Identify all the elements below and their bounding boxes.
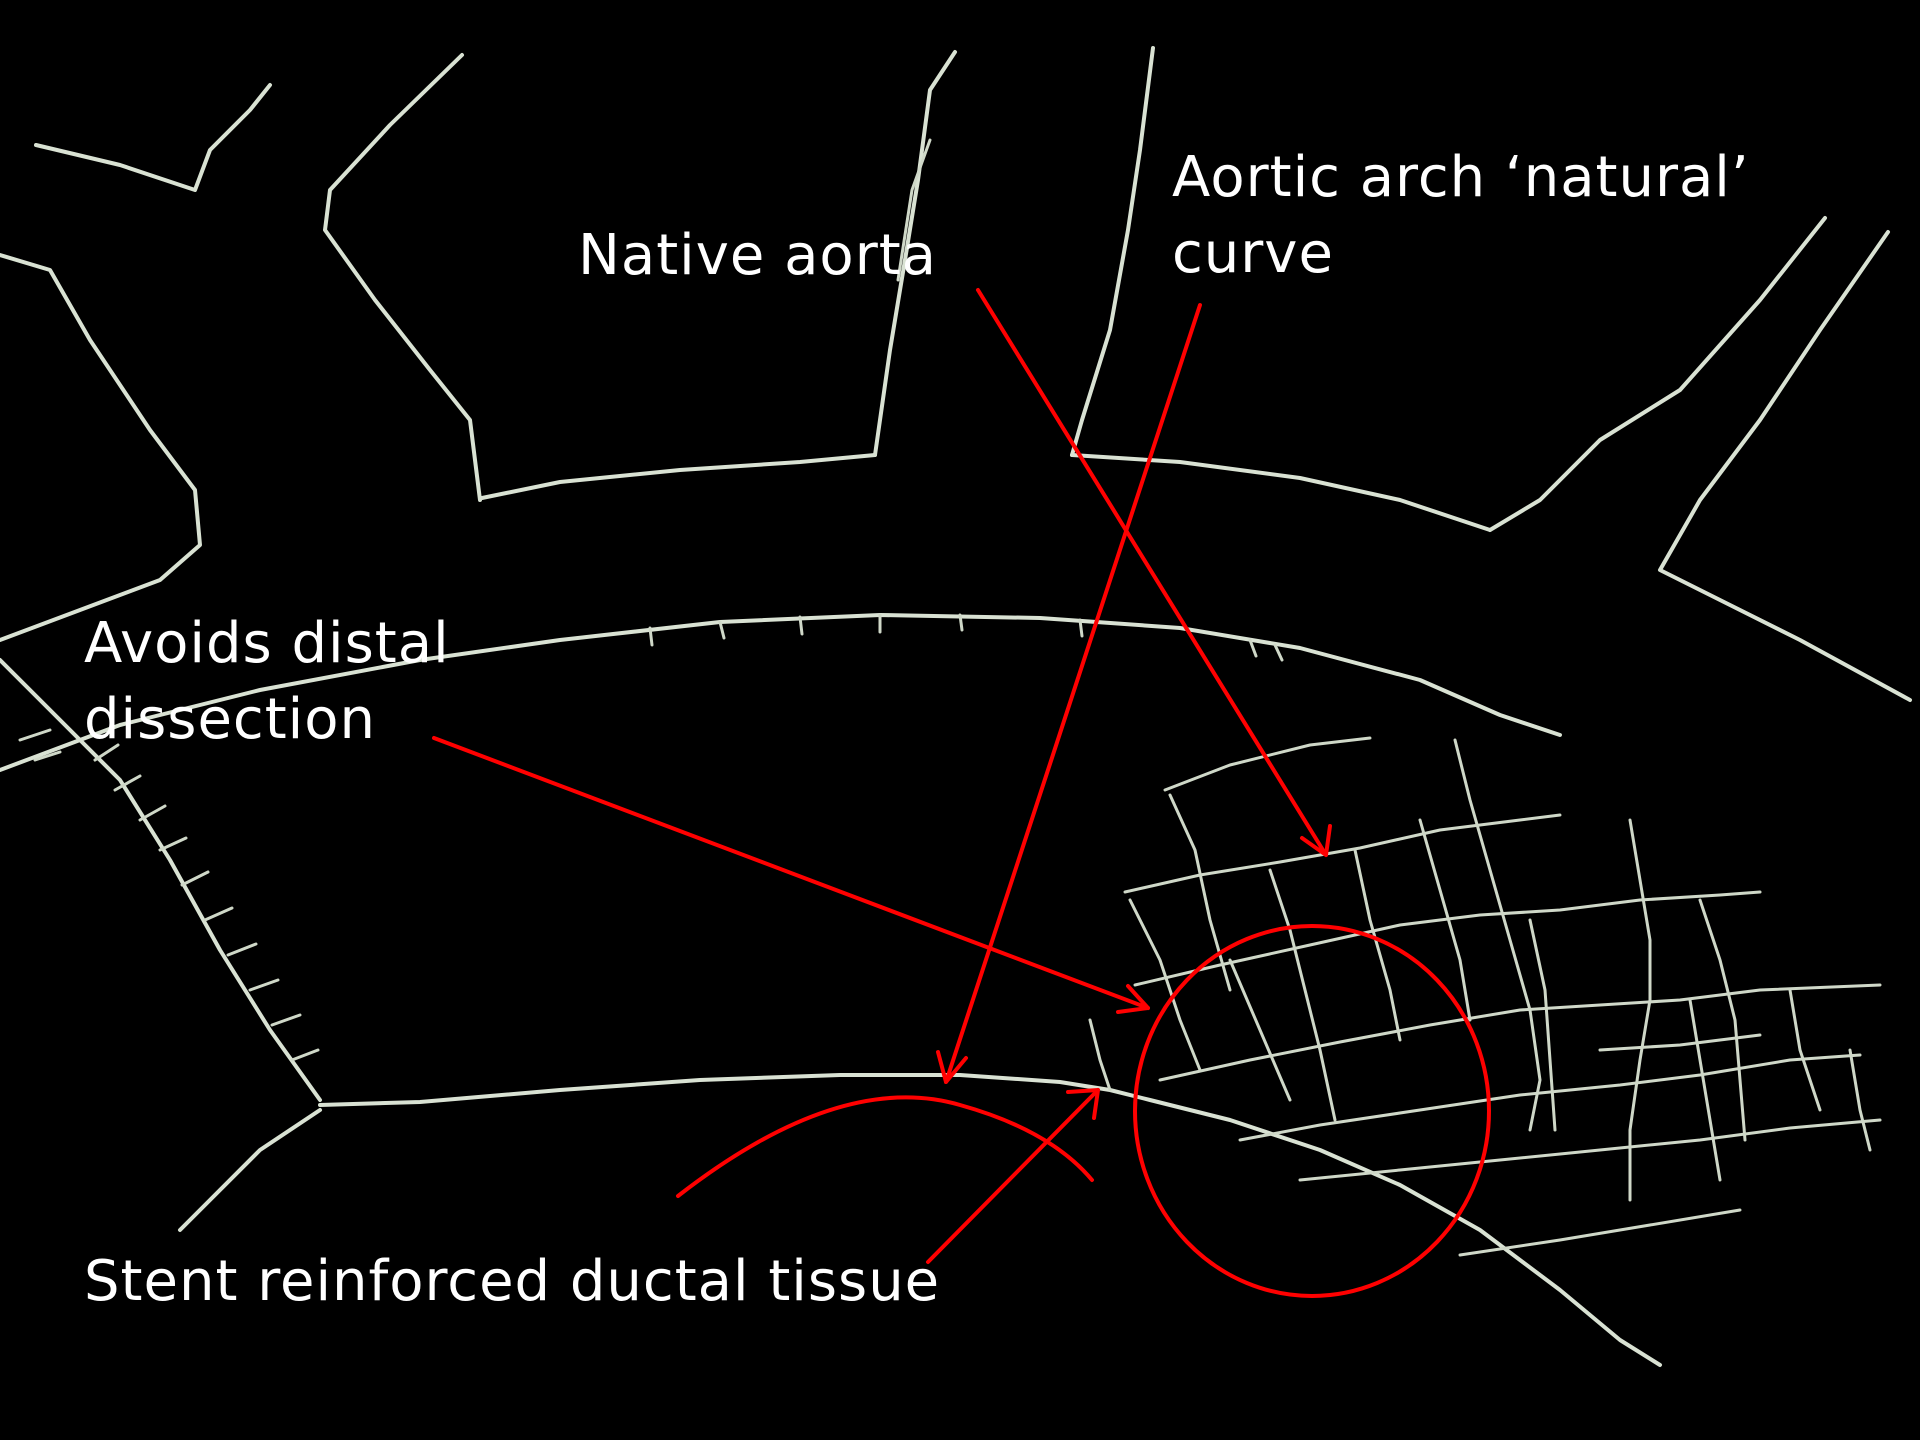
arrow-stent-reinforced: [928, 1090, 1098, 1262]
annotations: [434, 290, 1489, 1296]
aortic-arch-text-line2: curve: [1172, 216, 1750, 292]
aortic-arch-text-line1: Aortic arch ‘natural’: [1172, 140, 1750, 216]
stent-reinforced-text: Stent reinforced ductal tissue: [84, 1249, 940, 1314]
label-native-aorta: Native aorta: [578, 218, 937, 294]
branch-far-left: [0, 255, 200, 640]
branch-lower-left: [180, 1110, 320, 1230]
label-avoids-dissection: Avoids distal dissection: [84, 606, 450, 758]
branch-top-left: [36, 85, 270, 190]
label-aortic-arch: Aortic arch ‘natural’ curve: [1172, 140, 1750, 292]
native-aorta-text: Native aorta: [578, 223, 937, 288]
natural-curve-arc: [678, 1097, 1092, 1196]
arch-upper-wall-2: [1072, 455, 1490, 530]
branch-far-right-2: [1660, 232, 1910, 700]
branch-left-subclavian: [1072, 48, 1153, 455]
avoids-text-line1: Avoids distal: [84, 606, 450, 682]
avoids-text-line2: dissection: [84, 682, 450, 758]
suture-ticks-left: [20, 730, 318, 1060]
arch-upper-wall-1: [482, 455, 875, 498]
arrow-avoids-dissection: [434, 738, 1148, 1008]
stent-mesh: [1090, 738, 1880, 1255]
arch-lower-wall: [320, 1075, 1660, 1365]
branch-innominate: [325, 55, 480, 500]
label-stent-reinforced: Stent reinforced ductal tissue: [84, 1244, 940, 1320]
arrow-native-aorta: [978, 290, 1326, 855]
